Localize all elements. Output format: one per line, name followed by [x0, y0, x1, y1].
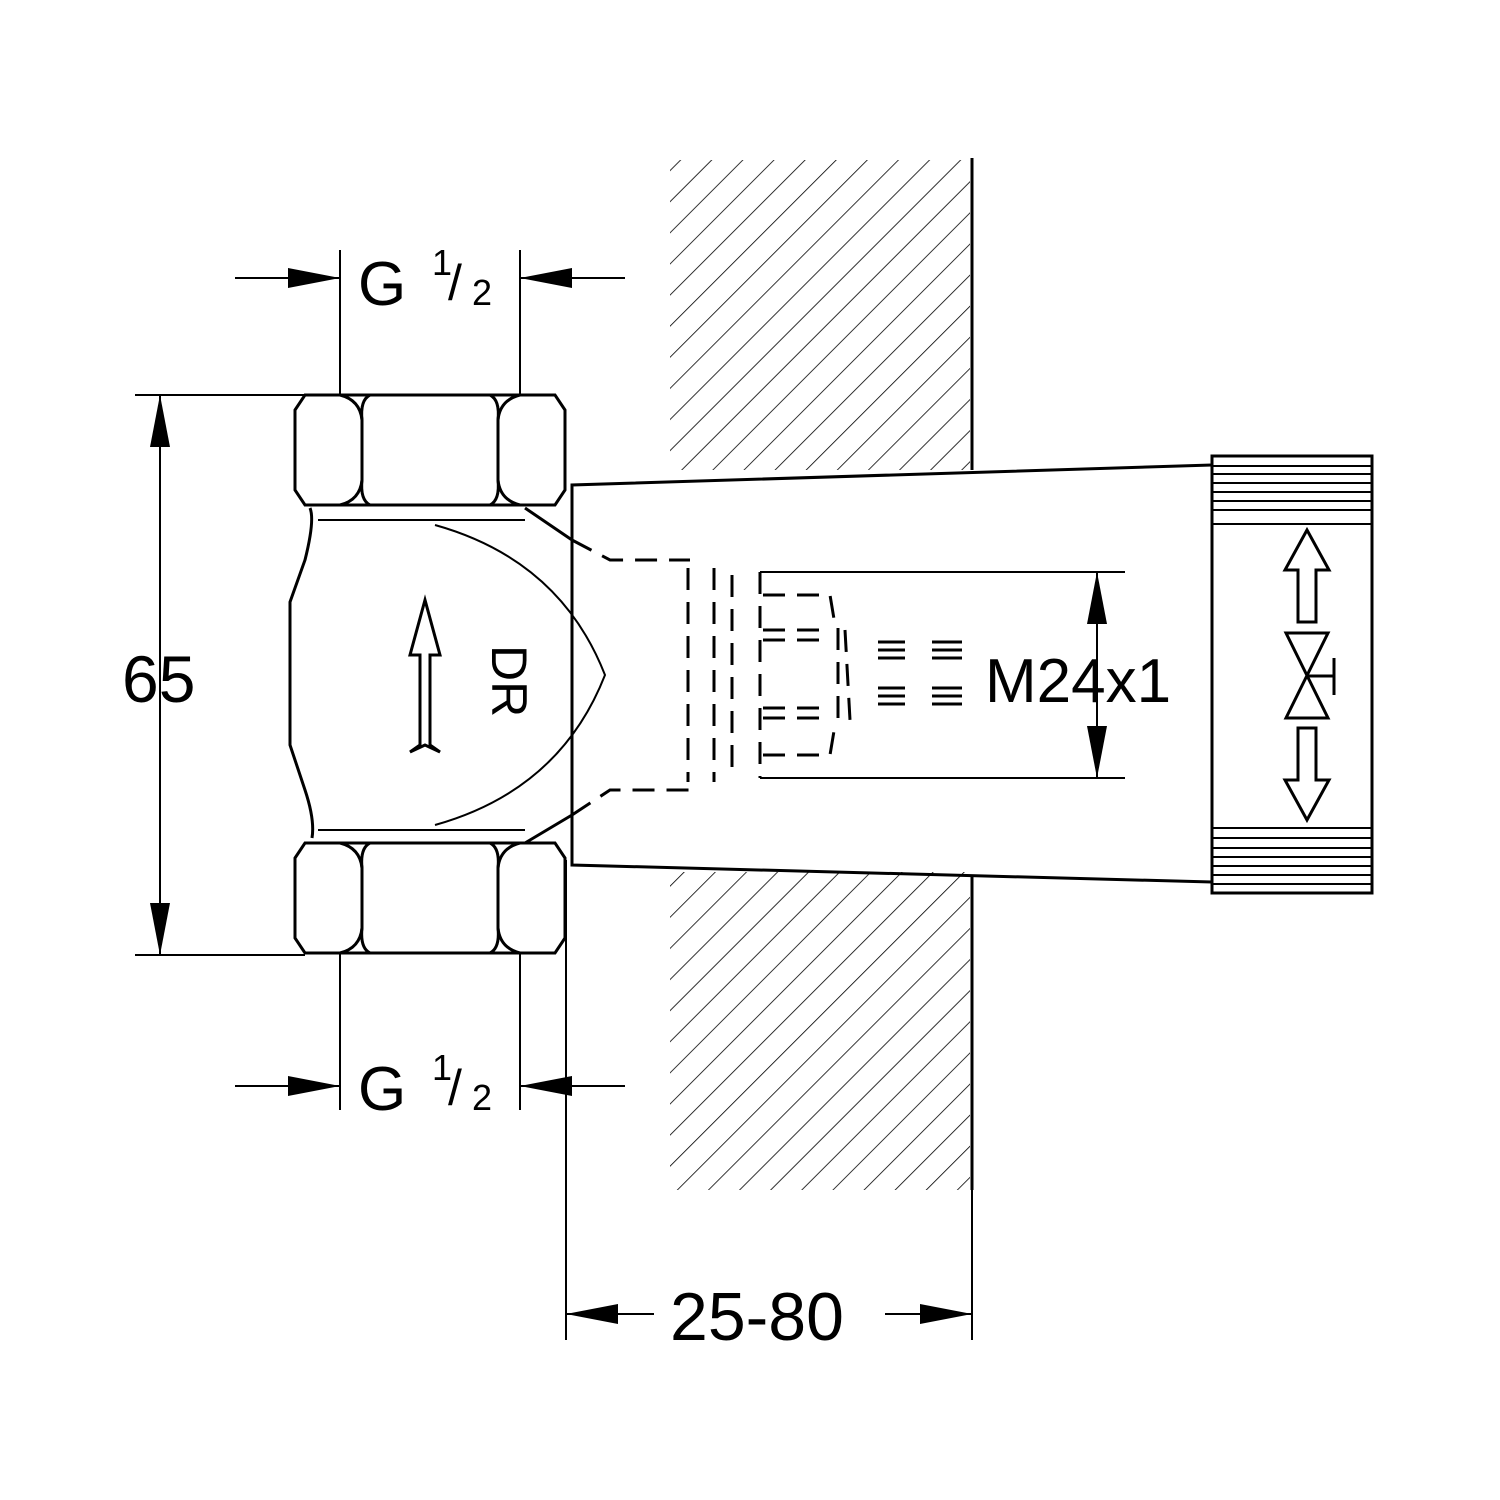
thread-size-numerator: 1 [432, 242, 452, 283]
thread-size-letter: G [358, 1055, 406, 1124]
wall-section [572, 158, 1212, 1190]
hex-nut-bottom [293, 841, 567, 955]
spindle-sleeve [570, 463, 1213, 884]
thread-size-slash: / [448, 255, 462, 311]
dimension-lines [135, 250, 1125, 1340]
thread-label-bottom: G 1 / 2 [358, 1047, 492, 1124]
valve-cap [1210, 454, 1374, 895]
thread-label-top: G 1 / 2 [358, 242, 492, 319]
spindle-thread-label: M24x1 [985, 647, 1171, 716]
thread-size-letter: G [358, 250, 406, 319]
hidden-spindle-internals [571, 538, 962, 817]
flow-mark-label: DR [481, 645, 537, 717]
spindle-thread-marks [878, 640, 962, 706]
hex-nut-top [293, 393, 567, 507]
height-dimension-label: 65 [122, 642, 195, 716]
valve-body: DR [288, 506, 607, 845]
thread-size-slash: / [448, 1060, 462, 1116]
valve-open-close-icon [1282, 526, 1336, 824]
thread-size-denominator: 2 [472, 1077, 492, 1118]
thread-size-numerator: 1 [432, 1047, 452, 1088]
wall-depth-dimension-label: 25-80 [670, 1279, 844, 1355]
flow-direction-arrow-icon [408, 594, 442, 754]
thread-size-denominator: 2 [472, 272, 492, 313]
